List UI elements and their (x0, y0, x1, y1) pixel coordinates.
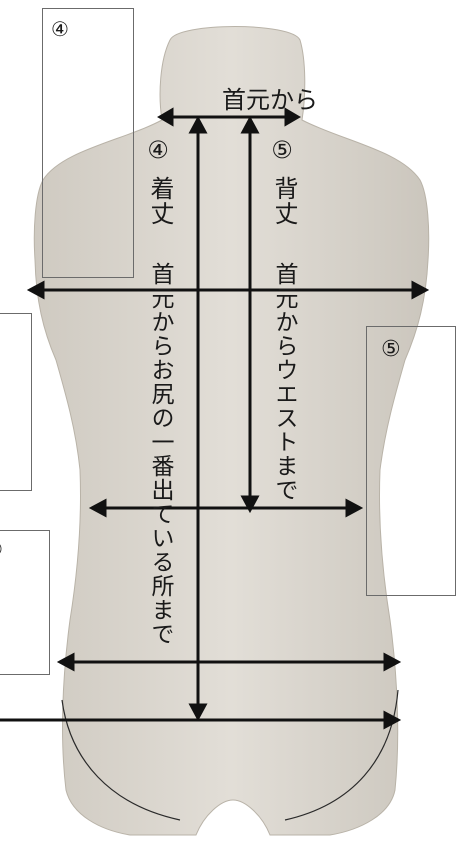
hip-arrowhead-left (56, 652, 75, 672)
measurement-arrows (0, 107, 430, 730)
num4-title: 着丈 (146, 176, 174, 226)
num5-title: 背丈 (270, 176, 298, 226)
length-5-arrowhead-bottom (240, 495, 260, 514)
length-5-arrowhead-top (240, 115, 260, 134)
box-top-left: ④ (42, 8, 134, 278)
hip-curve-right (284, 689, 399, 821)
box-right: ⑤ (366, 326, 456, 596)
box-bottom-left-number: ⑦ (0, 537, 3, 561)
hip-arrowhead-right (383, 652, 402, 672)
num5-description: 首元からウエストまで (271, 262, 297, 502)
length-4-arrowhead-bottom (188, 703, 208, 722)
shoulder-arrowhead-right (411, 280, 430, 300)
shoulder-arrowhead-left (26, 280, 45, 300)
box-middle-left (0, 313, 32, 491)
num4-description: 首元からお尻の一番出ている所まで (147, 262, 173, 646)
neck-arrowhead-right (284, 107, 301, 127)
neck-label: 首元から (222, 86, 318, 114)
waist-arrowhead-left (88, 498, 107, 518)
box-right-number: ⑤ (381, 337, 401, 362)
box-top-left-number: ④ (51, 17, 69, 41)
box-bottom-left: ⑦ (0, 530, 50, 675)
num4-marker: ④ (144, 136, 172, 165)
bottom-arrowhead-right (383, 710, 402, 730)
waist-arrowhead-right (345, 498, 364, 518)
neck-arrowhead-left (157, 107, 174, 127)
length-4-arrowhead-top (188, 115, 208, 134)
num5-marker: ⑤ (268, 136, 296, 165)
